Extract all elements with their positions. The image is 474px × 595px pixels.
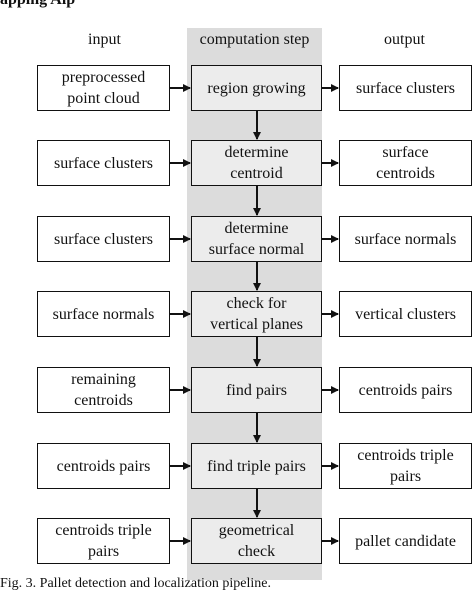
input-box-5: remaining centroids [37, 367, 170, 413]
step-box-5: find pairs [191, 367, 322, 413]
step-box-7: geometrical check [191, 518, 322, 564]
input-label-5: remaining centroids [71, 371, 136, 409]
step-box-3: determine surface normal [191, 216, 322, 262]
column-header-computation-step: computation step [199, 31, 310, 48]
input-label-6: centroids pairs [56, 457, 151, 475]
step-box-4: check for vertical planes [191, 291, 322, 337]
input-box-2: surface clusters [37, 140, 170, 186]
input-box-6: centroids pairs [37, 443, 170, 489]
section-heading-fragment: apping Alp [0, 0, 75, 11]
column-header-output: output [384, 31, 425, 48]
input-box-7: centroids triple pairs [37, 518, 170, 564]
step-label-4: check for vertical planes [210, 295, 303, 333]
output-box-4: vertical clusters [339, 291, 472, 337]
figure-caption: Fig. 3. Pallet detection and localizatio… [0, 576, 271, 591]
step-label-7: geometrical check [218, 522, 295, 560]
output-label-7: pallet candidate [355, 532, 456, 550]
step-box-2: determine centroid [191, 140, 322, 186]
output-label-3: surface normals [354, 230, 457, 248]
input-box-4: surface normals [37, 291, 170, 337]
step-label-1: region growing [207, 79, 306, 97]
input-label-1: preprocessed point cloud [61, 69, 146, 107]
column-header-input: input [88, 31, 121, 48]
output-label-1: surface clusters [355, 79, 456, 97]
input-label-3: surface clusters [53, 230, 154, 248]
output-box-7: pallet candidate [339, 518, 472, 564]
step-label-2: determine centroid [224, 144, 289, 182]
output-box-3: surface normals [339, 216, 472, 262]
output-box-6: centroids triple pairs [339, 443, 472, 489]
input-label-7: centroids triple pairs [55, 522, 152, 560]
step-label-6: find triple pairs [207, 457, 306, 475]
step-box-1: region growing [191, 65, 322, 111]
step-label-3: determine surface normal [208, 220, 305, 258]
input-box-1: preprocessed point cloud [37, 65, 170, 111]
step-label-5: find pairs [226, 381, 287, 399]
output-label-2: surface centroids [376, 144, 435, 182]
output-label-6: centroids triple pairs [357, 447, 454, 485]
input-label-2: surface clusters [53, 154, 154, 172]
output-label-5: centroids pairs [358, 381, 453, 399]
output-box-2: surface centroids [339, 140, 472, 186]
input-label-4: surface normals [52, 305, 155, 323]
step-box-6: find triple pairs [191, 443, 322, 489]
output-box-1: surface clusters [339, 65, 472, 111]
input-box-3: surface clusters [37, 216, 170, 262]
output-box-5: centroids pairs [339, 367, 472, 413]
output-label-4: vertical clusters [355, 305, 456, 323]
